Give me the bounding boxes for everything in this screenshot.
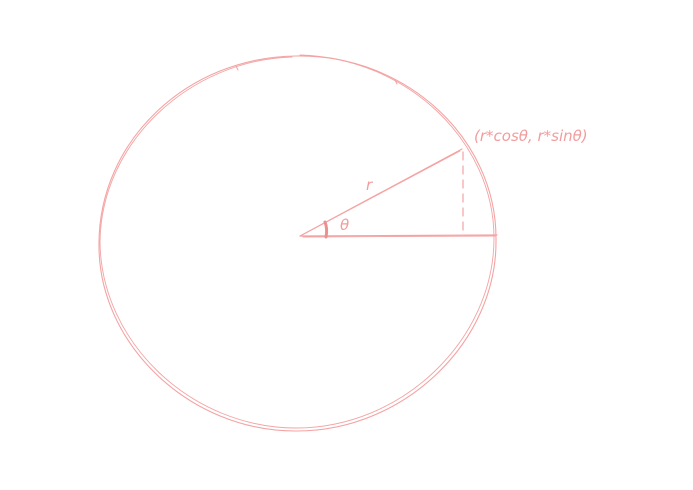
- x-axis-line: [299, 234, 498, 238]
- circle-top-tick-2: [394, 79, 398, 85]
- angle-label: θ: [340, 216, 349, 234]
- radius-line: [299, 148, 463, 237]
- radius-label: r: [366, 176, 373, 194]
- angle-arc: [323, 220, 329, 239]
- point-coordinate-label: (r*cosθ, r*sinθ): [474, 127, 588, 145]
- circle-outline-overstroke: [99, 54, 495, 429]
- circle-outline: [98, 55, 497, 432]
- circle: [98, 54, 497, 432]
- circle-top-tick: [235, 65, 239, 71]
